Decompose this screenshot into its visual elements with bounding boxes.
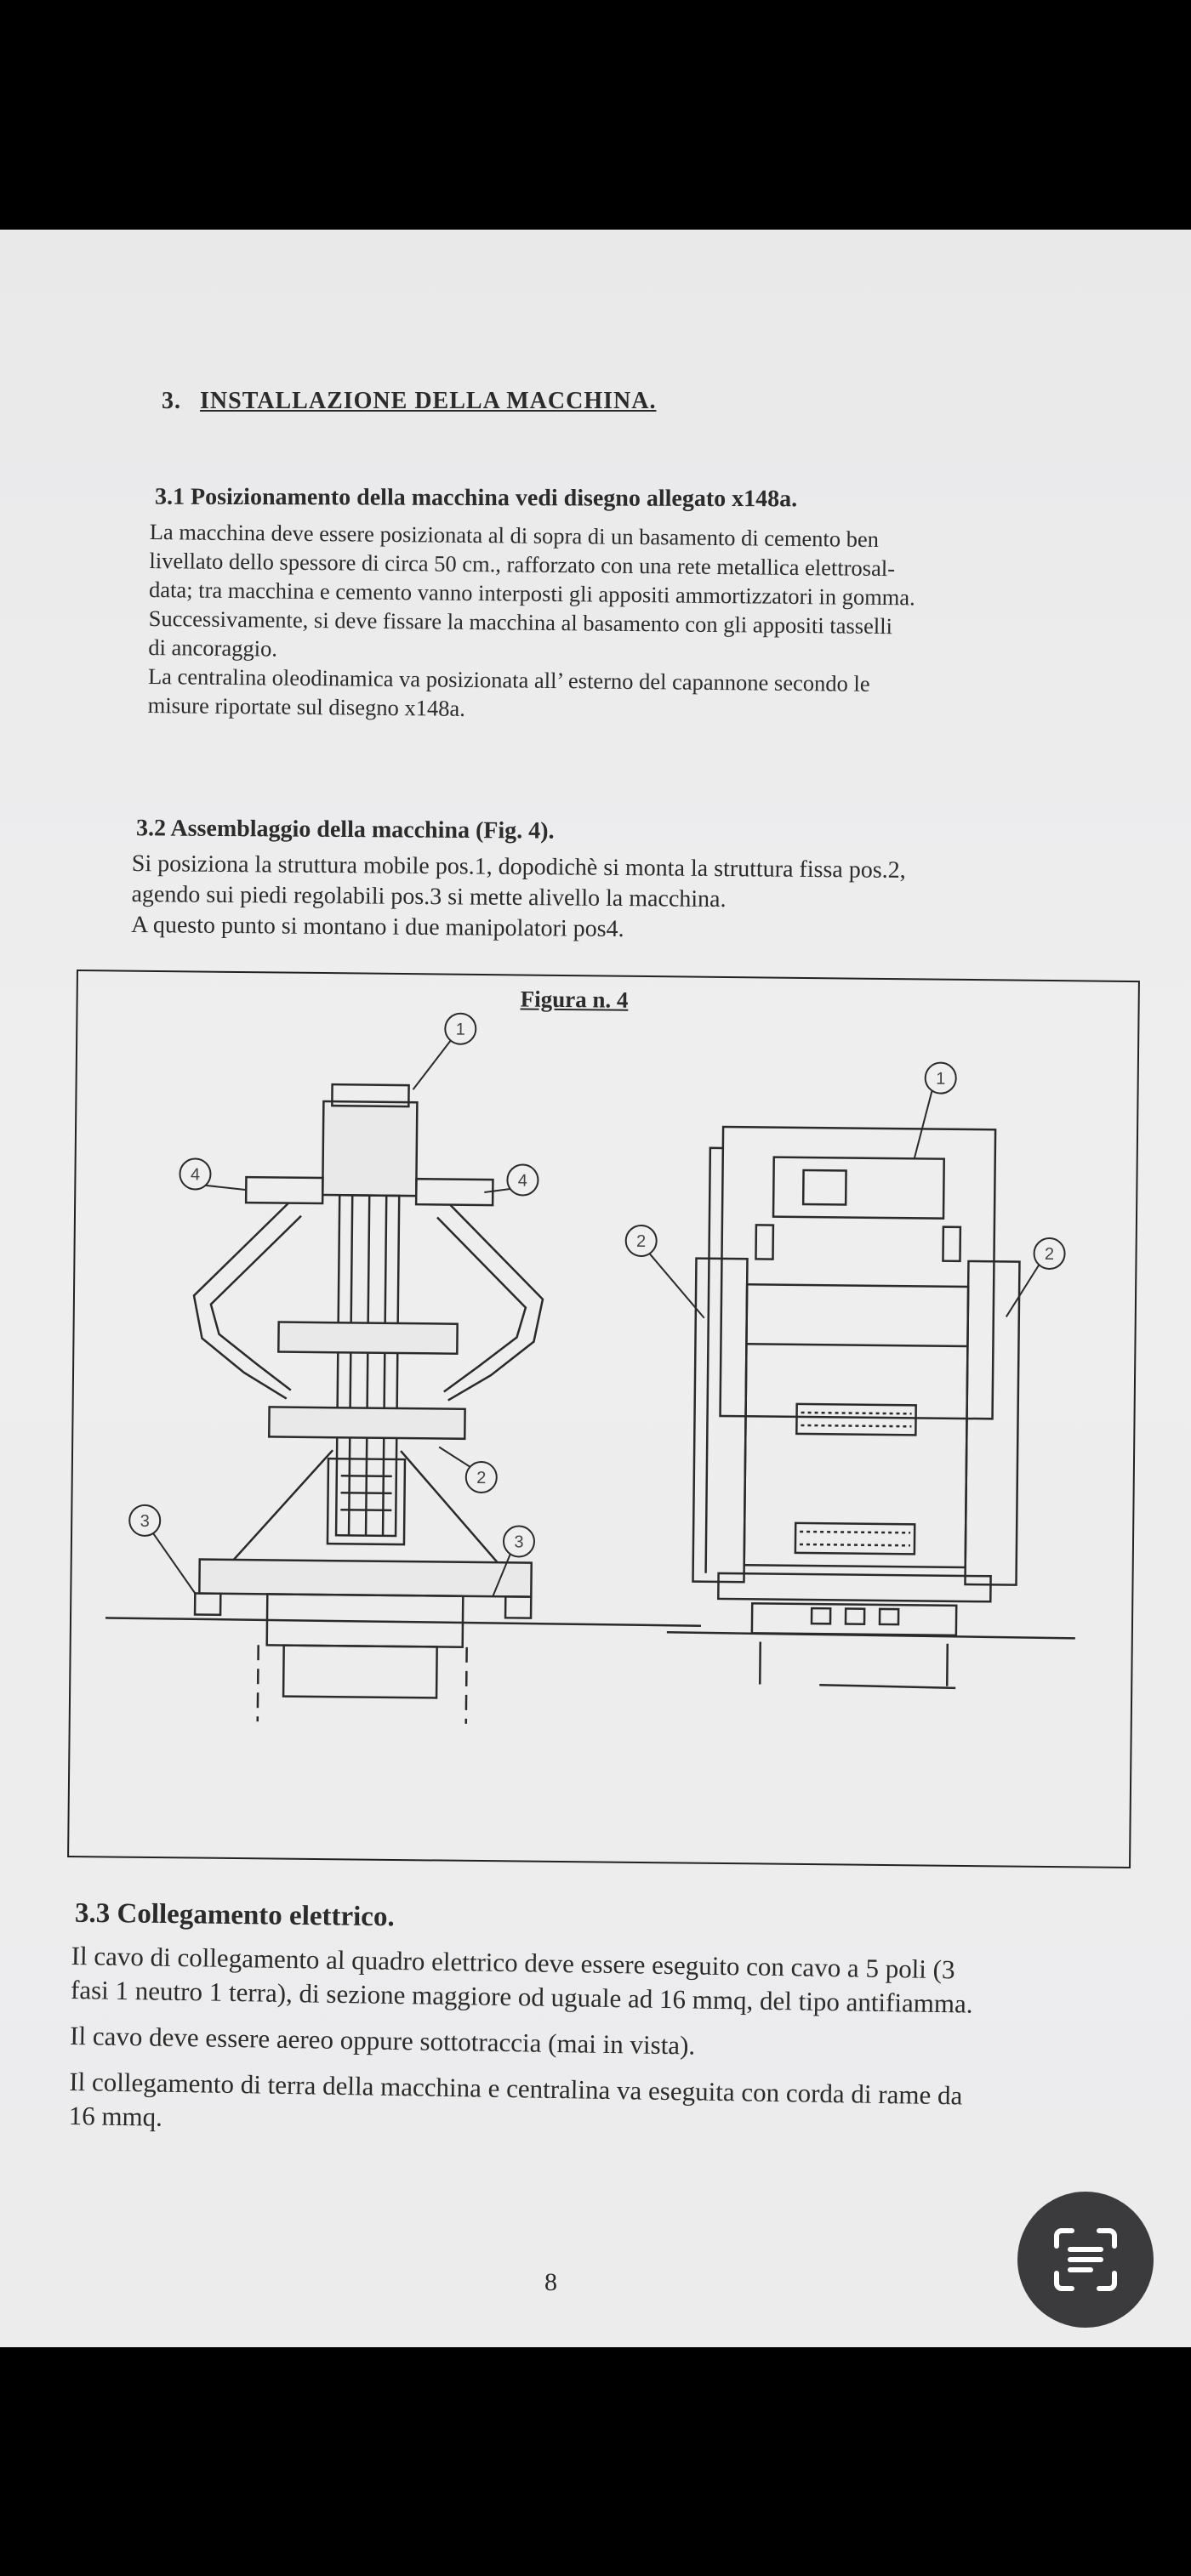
- callout-1-left: [444, 1012, 477, 1045]
- text-scan-icon: [1054, 2228, 1117, 2291]
- callout-label: 2: [636, 1232, 646, 1251]
- callout-label: 3: [140, 1512, 150, 1531]
- callout-label: 1: [456, 1021, 465, 1039]
- machine-drawing: 1 4 4 2 3 3 1 2 2: [105, 1012, 1075, 1724]
- callout-label: 2: [1045, 1245, 1054, 1264]
- page-number: 8: [544, 2268, 557, 2296]
- text-scan-button[interactable]: [1017, 2192, 1154, 2328]
- section-heading: 3.INSTALLAZIONE DELLA MACCHINA.: [162, 388, 657, 414]
- heading-3-2: 3.2 Assemblaggio della macchina (Fig. 4)…: [135, 815, 555, 844]
- paragraph-3-1: La macchina deve essere posizionata al d…: [148, 517, 1138, 730]
- heading-3-1: 3.1 Posizionamento della macchina vedi d…: [154, 483, 798, 513]
- document-page: 3.INSTALLAZIONE DELLA MACCHINA. 3.1 Posi…: [0, 230, 1191, 2347]
- figure-box: Figura n. 4: [67, 970, 1140, 1869]
- callout-label: 2: [476, 1469, 486, 1487]
- heading-3-3: 3.3 Collegamento elettrico.: [74, 1897, 395, 1933]
- callout-label: 1: [936, 1070, 945, 1089]
- paragraph-3-3: Il cavo di collegamento al quadro elettr…: [68, 1939, 1143, 2150]
- callout-label: 3: [514, 1533, 523, 1551]
- callout-label: 4: [191, 1165, 200, 1184]
- callout-label: 4: [518, 1171, 527, 1190]
- paragraph-3-2: Si posiziona la struttura mobile pos.1, …: [131, 849, 1144, 949]
